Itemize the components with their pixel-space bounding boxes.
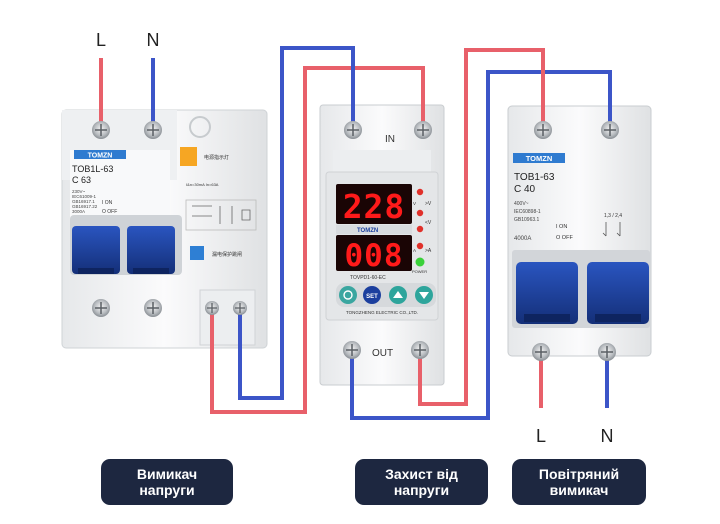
current-display [336,235,412,271]
left-breaker-lever[interactable] [72,226,175,274]
right-breaker-lever[interactable] [516,262,649,324]
left-breaker-model: TOB1L-63 [72,164,113,174]
caption-voltage-switch-line1: Вимикач [136,466,198,482]
voltage-display [336,184,412,224]
terminal-screw-icon [601,121,619,139]
left-breaker: TOMZN TOB1L-63 C 63 230V~ IEC61009-1 GB1… [61,109,268,349]
terminal-screw-icon [414,121,432,139]
caption-air-breaker-line1: Повітряний [538,466,620,482]
left-breaker-spec-4: 3000A [72,209,85,214]
terminal-screw-icon [144,299,162,317]
set-button-label: SET [366,294,378,300]
left-to-relay-live [210,66,425,414]
output-neutral-label: N [601,426,614,446]
left-breaker-test-label: 漏电保护跳闸 [212,251,242,258]
terminal-screw-icon [92,121,110,139]
voltage-relay: IN OUT 228 TOMZN 008 TOVPD1-60-EC >V <V … [319,104,445,386]
right-breaker-spec-0: 400V~ [514,201,529,207]
terminal-screw-icon [534,121,552,139]
terminal-screw-icon [144,121,162,139]
terminals [92,121,619,361]
down-button[interactable] [415,286,433,304]
caption-voltage-switch: Вимикач напруги [101,459,233,505]
relay-brand: TOMZN [357,228,378,234]
current-display-digits: 008 [345,238,404,274]
led-label-over-a: >A [425,248,432,254]
right-breaker-brand: TOMZN [526,154,553,163]
terminal-screw-icon [205,301,219,315]
left-breaker-on: I ON [102,200,113,206]
left-breaker-tag: 电源指示灯 [204,154,229,161]
left-breaker-schematic-box [185,199,257,231]
caption-voltage-protection: Захист від напруги [355,459,488,505]
set-button[interactable] [363,286,381,304]
left-breaker-test-button[interactable] [190,246,204,260]
input-neutral-label: N [147,30,160,50]
right-breaker-rating: C 40 [514,184,536,195]
caption-air-breaker: Повітряний вимикач [512,459,646,505]
right-breaker-spec-3: 4000A [514,236,531,242]
relay-maker: TONGZHENG ELECTRIC CO.,LTD. [346,310,418,315]
relay-to-right-neutral [350,70,612,420]
caption-voltage-protection-line1: Захист від [385,466,458,482]
terminal-screw-icon [411,341,429,359]
left-breaker-spec-2: GB16917.1 [72,199,95,204]
right-breaker-model: TOB1-63 [514,172,555,183]
left-breaker-brand-badge [74,150,126,159]
left-breaker-spec-1: IEC61009-1 [72,194,97,199]
wires [99,46,612,420]
led-label-a: A [413,248,416,253]
terminal-screw-icon [344,121,362,139]
voltage-display-digits: 228 [343,187,406,226]
relay-to-right-live [418,48,545,406]
right-breaker-brand-badge [513,153,565,163]
led-label-power: POWER [412,269,427,274]
right-breaker-terminal-marks: 1,3 / 2,4 [604,213,622,219]
caption-voltage-protection-line2: напруги [393,482,450,498]
relay-leds: >V <V V >A A POWER [412,188,432,274]
left-breaker-test-spec: I&n=30mA In=63A [186,182,219,187]
relay-in-label: IN [385,134,395,145]
right-breaker: TOMZN TOB1-63 C 40 400V~ IEC60898-1 GB10… [507,105,652,357]
left-to-relay-neutral [238,46,355,400]
right-breaker-spec-2: GB10963.1 [514,217,540,223]
left-breaker-rating: C 63 [72,175,91,185]
up-button[interactable] [389,286,407,304]
relay-out-label: OUT [372,348,393,359]
left-breaker-brand: TOMZN [88,153,113,160]
power-button[interactable] [339,286,357,304]
right-breaker-spec-1: IEC60898-1 [514,209,541,215]
left-breaker-spec-0: 230V~ [72,189,86,194]
caption-voltage-switch-line2: напруги [139,482,195,498]
terminal-screw-icon [92,299,110,317]
left-breaker-off: O OFF [102,209,117,215]
input-line-label: L [96,30,106,50]
right-breaker-on: I ON [556,224,567,230]
left-breaker-spec-3: GB16917.22 [72,204,98,209]
terminal-screw-icon [598,343,616,361]
caption-air-breaker-line2: вимикач [549,482,609,498]
terminal-screw-icon [532,343,550,361]
right-breaker-off: O OFF [556,235,573,241]
terminal-screw-icon [233,301,247,315]
power-led [415,257,425,267]
terminal-screw-icon [343,341,361,359]
led-label-under-v: <V [425,220,432,226]
left-breaker-indicator-window [180,147,197,166]
relay-model: TOVPD1-60-EC [350,275,386,281]
led-label-over-v: >V [425,201,432,207]
led-label-v: V [413,201,416,206]
output-line-label: L [536,426,546,446]
